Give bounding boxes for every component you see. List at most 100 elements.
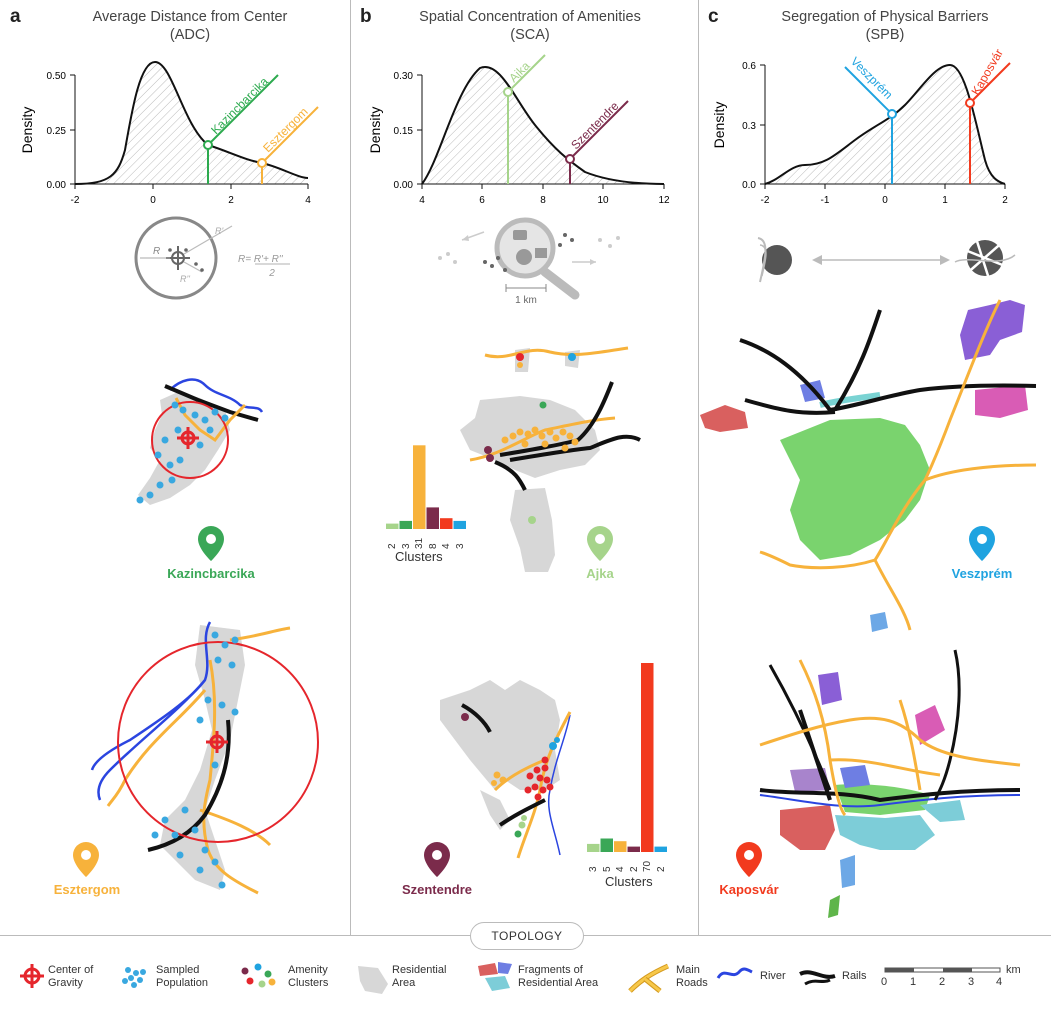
marker-label: Szentendre [568,99,622,153]
panel-c-subtitle: (SPB) [865,27,905,43]
marker-kazincbarcika [203,140,213,150]
radius-label: R'' [180,274,190,284]
radius-label: R' [215,226,223,236]
ytick: 0.50 [47,71,67,82]
scale-tick: 4 [996,976,1003,988]
xtick: 0 [150,195,156,206]
cluster-bar [426,507,439,529]
city-name-ajka: Ajka [586,566,614,581]
cluster-bar [413,445,426,529]
ytick: 0.00 [47,180,67,191]
marker-label: Ajka [506,58,533,85]
legend-text: Residential [392,964,447,976]
xtick: 1 [942,195,948,206]
xtick: 4 [305,195,311,206]
scale-tick: 0 [881,976,888,988]
pin-icon [424,842,450,877]
clusters-label: Clusters [605,874,653,889]
formula-denominator: 2 [268,268,275,279]
sampled-population-icon [122,967,146,988]
scale-tick: 1 [910,976,917,988]
legend-rails: Rails [842,970,866,983]
cluster-bar [654,846,667,852]
legend-text: Population [156,977,208,989]
ytick: 0.3 [742,121,756,132]
map-esztergom [90,621,319,895]
map-szentendre [440,680,572,859]
xtick: 2 [228,195,234,206]
main-roads-icon [628,963,670,993]
cluster-bar [641,663,654,852]
residential-area-icon [358,966,388,994]
xtick: -2 [71,195,80,206]
legend-text: Sampled [156,964,200,976]
cluster-bar [453,520,466,529]
map-veszprem [700,299,1037,632]
panel-c-letter: c [708,6,719,27]
legend-text: Area [392,977,416,989]
legend-title: TOPOLOGY [470,922,584,950]
panel-c-title-text: Segregation of Physical Barriers [781,9,989,25]
marker-szentendre [565,154,575,164]
cluster-bar [440,518,453,529]
ylabel: Density [19,107,35,154]
cluster-bar [600,838,613,852]
marker-label: Kazincbarcika [208,74,271,137]
marker-esztergom [257,158,267,168]
panel-b-letter: b [360,6,372,27]
marker-label: Esztergom [260,105,310,155]
panel-a-subtitle: (ADC) [169,27,211,43]
adc-icon: R R' R'' R= R'+ R'' 2 [134,216,290,300]
legend-river: River [760,970,786,983]
map-kaposvar [759,649,1021,918]
legend-text: Center of [48,964,94,976]
cluster-bar [399,520,412,529]
legend-text: Fragments of [518,964,583,976]
pin-icon [969,526,995,561]
ylabel: Density [711,102,727,149]
xtick: 0 [882,195,888,206]
legend-text: Gravity [48,977,83,989]
xtick: -1 [821,195,830,206]
city-name-esztergom: Esztergom [53,882,121,897]
magnifier-icon: 1 km [438,217,620,306]
panel-a-title: Average Distance from Center (ADC) [40,8,340,44]
ytick: 0.15 [394,126,414,137]
marker-kaposvar [965,98,975,108]
legend-text: Roads [676,977,708,989]
city-name-veszprem: Veszprém [951,566,1013,581]
scale-unit: km [1006,964,1021,976]
panel-b-density-chart: 0.30 0.15 0.00 4 6 8 10 12 Density Ajka … [367,54,670,206]
cluster-bar-label: 4 [615,866,626,872]
ytick: 0.6 [742,61,756,72]
amenity-clusters-icon [241,963,276,988]
panel-b-title-text: Spatial Concentration of Amenities [419,9,641,25]
river-icon [716,967,753,979]
scale-bar [884,967,1001,973]
panel-a-density-chart: 0.50 0.25 0.00 -2 0 2 4 Density Kazincba… [19,60,319,206]
scale-tick: 2 [939,976,946,988]
divider-bc [698,0,699,935]
fragments-icon [478,962,512,991]
legend-icons [20,962,1001,994]
cluster-bar [614,841,627,852]
cluster-bar-label: 2 [628,866,640,872]
ytick: 0.25 [47,126,67,137]
cluster-bar-label: 5 [601,866,613,872]
ytick: 0.00 [394,180,414,191]
pin-icon [198,526,224,561]
panel-c-density-chart: 0.6 0.3 0.0 -2 -1 0 1 2 Density Veszprém… [711,47,1011,206]
clusters-label: Clusters [395,549,443,564]
cluster-bar-label: 31 [414,537,425,549]
marker-veszprem [887,109,897,119]
pin-icon [736,842,762,877]
panel-c-title: Segregation of Physical Barriers (SPB) [735,8,1035,44]
panel-a-title-text: Average Distance from Center [92,9,288,25]
xtick: 4 [419,195,425,206]
divider-ab [350,0,351,935]
